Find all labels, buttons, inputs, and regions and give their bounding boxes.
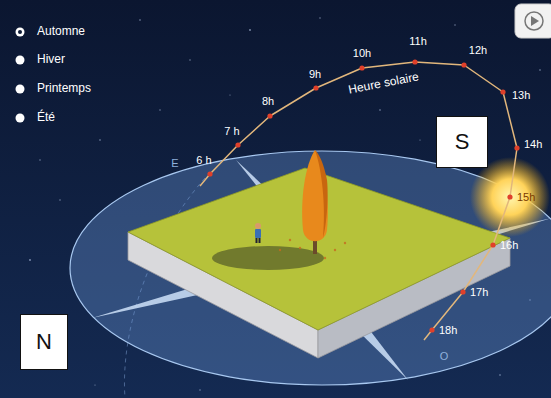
compass-letter: N bbox=[36, 331, 52, 353]
hour-label: 7 h bbox=[224, 125, 239, 137]
fallen-leaves bbox=[279, 239, 346, 259]
person bbox=[255, 223, 261, 243]
south-box: S bbox=[436, 116, 488, 168]
season-option: Printemps bbox=[37, 82, 91, 95]
hour-label: 9h bbox=[309, 68, 321, 80]
hour-label: 12h bbox=[469, 44, 487, 56]
hour-label: 6 h bbox=[196, 154, 211, 166]
tree bbox=[302, 150, 328, 254]
hour-label: 13h bbox=[512, 89, 530, 101]
season-option: Automne bbox=[37, 25, 85, 38]
hour-label: 11h bbox=[409, 35, 427, 47]
north-box: N bbox=[20, 314, 68, 370]
compass-letter: E bbox=[171, 157, 178, 169]
season-option: Hiver bbox=[37, 53, 65, 66]
play-button bbox=[515, 4, 551, 38]
hour-label: 10h bbox=[353, 47, 371, 59]
hour-label: 14h bbox=[524, 138, 542, 150]
tree-shadow bbox=[212, 246, 324, 270]
sun-path-arc bbox=[200, 62, 517, 340]
hour-label: 17h bbox=[470, 286, 488, 298]
season-radios bbox=[16, 28, 25, 123]
hour-label: 16h bbox=[500, 239, 518, 251]
sun-glow bbox=[470, 157, 550, 237]
season-option: Été bbox=[37, 111, 55, 124]
hour-dots bbox=[207, 59, 519, 332]
hour-label: 18h bbox=[439, 324, 457, 336]
hour-label: 15h bbox=[517, 191, 535, 203]
hour-label: 8h bbox=[262, 95, 274, 107]
compass-letter: O bbox=[440, 350, 449, 362]
compass-letter: S bbox=[455, 131, 470, 153]
